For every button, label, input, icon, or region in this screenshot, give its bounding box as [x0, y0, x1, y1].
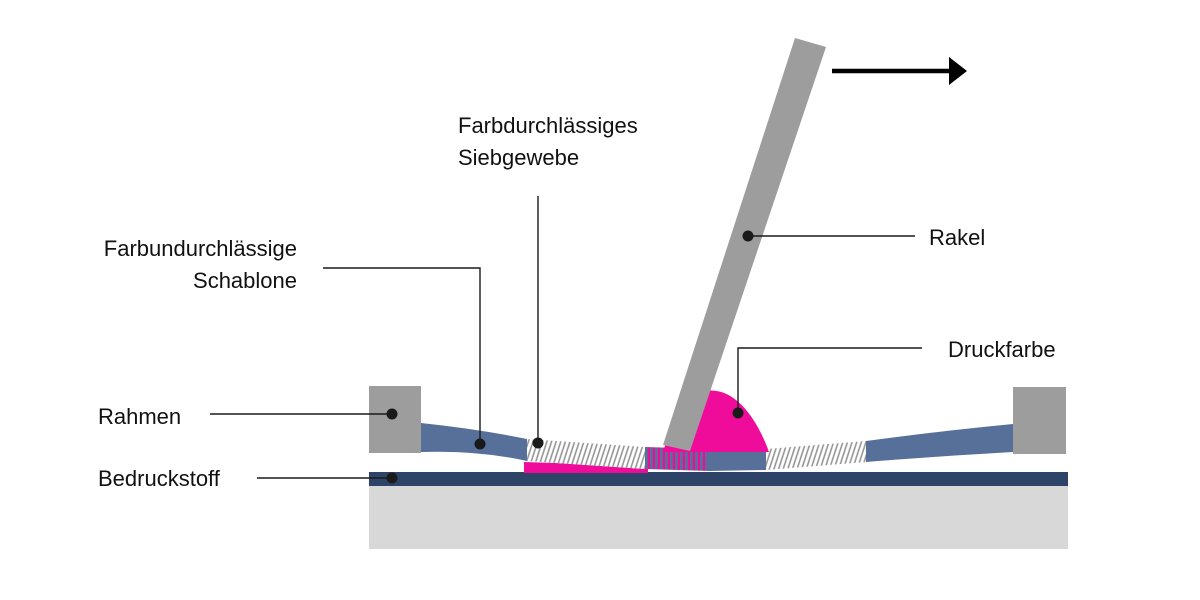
substrate-layer — [369, 472, 1068, 486]
druckfarbe-connector-line — [737, 347, 922, 413]
druckfarbe-connector-dot — [732, 407, 744, 419]
direction-arrow-head — [949, 57, 967, 85]
label-siebgewebe-line1: Farbdurchlässiges — [458, 113, 638, 138]
siebgewebe-connector-dot — [532, 437, 544, 449]
stencil-segment-middle — [708, 449, 766, 471]
squeegee-blade — [663, 38, 826, 451]
frame-block-left — [369, 386, 421, 453]
mesh-band-left — [527, 439, 645, 469]
mesh-band-right — [766, 441, 866, 470]
printed-ink-strip — [524, 462, 648, 473]
label-schablone: Farbundurchlässige Schablone — [57, 233, 297, 297]
label-rakel: Rakel — [929, 225, 986, 250]
stencil-band-left — [421, 423, 527, 461]
label-siebgewebe-line2: Siebgewebe — [458, 145, 580, 170]
label-bedruckstoff: Bedruckstoff — [98, 466, 220, 491]
label-rahmen: Rahmen — [98, 404, 182, 429]
label-siebgewebe: Farbdurchlässiges Siebgewebe — [458, 110, 638, 174]
rakel-connector-dot — [742, 230, 754, 242]
label-schablone-line2: Schablone — [193, 268, 297, 293]
mesh-press-zone — [645, 447, 710, 471]
stencil-band-right — [866, 424, 1013, 462]
bedruckstoff-connector-dot — [386, 472, 398, 484]
frame-block-right — [1013, 387, 1066, 454]
schablone-connector-line — [323, 267, 481, 443]
label-schablone-line1: Farbundurchlässige — [103, 236, 297, 261]
label-druckfarbe: Druckfarbe — [948, 337, 1056, 362]
rahmen-connector-dot — [386, 408, 398, 420]
print-table-base — [369, 486, 1068, 549]
schablone-connector-dot — [474, 438, 486, 450]
